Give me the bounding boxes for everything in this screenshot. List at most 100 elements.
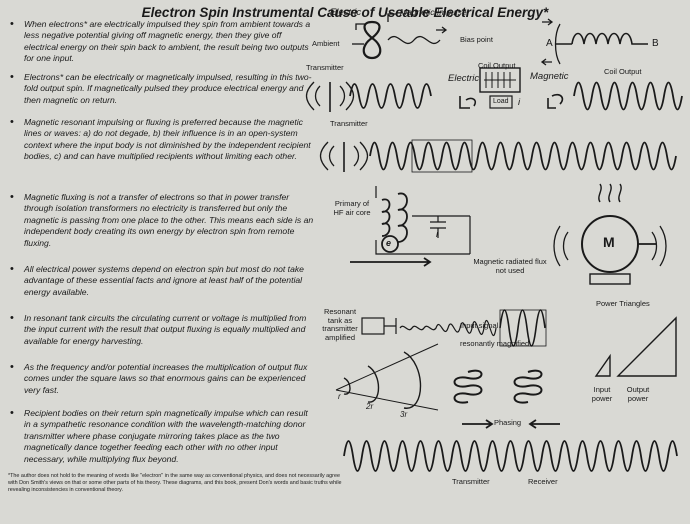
- bullet-text: Electrons* can be electrically or magnet…: [24, 72, 312, 105]
- label-magnetic-2: Magnetic: [530, 71, 569, 82]
- label-phasing: Phasing: [494, 418, 522, 427]
- label-motor-m: M: [603, 234, 615, 250]
- label-magnetic-impulse: Magnetic Impulse: [400, 7, 467, 17]
- spin-figure-eight: [362, 20, 382, 60]
- label-electric-2: Electric: [448, 73, 480, 84]
- bias-wave: [387, 35, 441, 45]
- bullet-item: • In resonant tank circuits the circulat…: [10, 313, 315, 347]
- coil-output-winding: [484, 72, 516, 88]
- bullet-item: • Electrons* can be electrically or magn…: [10, 72, 315, 106]
- radiated-flux-arcs: [553, 225, 667, 267]
- bullet-item: • Recipient bodies on their return spin …: [10, 408, 315, 465]
- label-i-secondary: i: [436, 229, 439, 240]
- bullet-dot: •: [10, 18, 14, 30]
- label-transmitter-2: Transmitter: [330, 119, 368, 128]
- transmitter-wave-long: [369, 141, 677, 171]
- bullet-text: In resonant tank circuits the circulatin…: [24, 313, 307, 346]
- coil-brace: [554, 23, 561, 65]
- tank-wiring: [384, 318, 397, 334]
- electron-arrow: [350, 257, 432, 267]
- bullet-item: • Magnetic resonant impulsing or fluxing…: [10, 117, 315, 163]
- label-e: e: [386, 238, 392, 248]
- label-coil-output-1: Coil Output: [478, 61, 516, 70]
- electron-circle: [381, 235, 399, 253]
- page-title: Electron Spin Instrumental Cause of Usea…: [141, 5, 549, 20]
- label-input-power: Input power: [591, 385, 613, 403]
- label-input-signal: Input signal: [460, 321, 499, 330]
- label-r: r: [338, 392, 341, 401]
- bullet-text: Magnetic fluxing is not a transfer of el…: [24, 192, 314, 248]
- bullet-dot: •: [10, 263, 14, 275]
- wave-coil-block: [411, 139, 473, 173]
- label-resonantly-magnified: resonantly magnified: [460, 339, 530, 348]
- heat-waves-icon: [598, 183, 622, 203]
- label-electric: Electric: [330, 7, 362, 18]
- label-2r: 2r: [366, 402, 374, 411]
- electric-bracket: [355, 23, 366, 30]
- secondary-coil: [397, 192, 408, 243]
- footnote: *The author does not hold to the meaning…: [8, 473, 342, 494]
- bullet-dot: •: [10, 407, 14, 419]
- input-power-triangle: [594, 353, 611, 377]
- coil-output-box: [479, 67, 521, 93]
- antenna-icon: [319, 141, 369, 172]
- bullet-dot: •: [10, 361, 14, 373]
- motor-icon: [581, 215, 656, 285]
- label-bias-point: Bias point: [460, 35, 493, 44]
- bullet-item: • All electrical power systems depend on…: [10, 264, 315, 298]
- magnetic-spin-symbol: [547, 93, 564, 109]
- bullet-text: As the frequency and/or potential increa…: [24, 362, 308, 395]
- label-load: Load: [493, 98, 509, 105]
- magnified-wave: [499, 309, 546, 347]
- primary-hf-coil: [381, 198, 391, 237]
- label-output-power: Output power: [626, 385, 650, 403]
- s-wave-right: [513, 369, 543, 404]
- input-signal-wave: [399, 320, 497, 336]
- label-coil-b: B: [652, 38, 659, 49]
- label-i-current: i: [518, 97, 521, 108]
- bullet-dot: •: [10, 116, 14, 128]
- cone-disc-r: [343, 377, 351, 395]
- label-coil-output-2: Coil Output: [604, 67, 642, 76]
- bullet-item: • Magnetic fluxing is not a transfer of …: [10, 192, 315, 249]
- radiation-cone: [335, 343, 439, 411]
- label-ambient: Ambient: [312, 39, 340, 48]
- bullet-text: All electrical power systems depend on e…: [24, 264, 304, 297]
- transmitter-receiver-wave: [343, 440, 678, 472]
- magnetic-bracket: [387, 13, 396, 22]
- label-coil-a: A: [546, 38, 553, 49]
- output-power-triangle: [616, 316, 677, 377]
- label-resonant-tank: Resonant tank as transmitter amplified: [322, 307, 358, 342]
- bullet-text: When electrons* are electrically impulse…: [24, 19, 311, 64]
- coil-output-wave-2: [573, 81, 683, 111]
- label-receiver: Receiver: [528, 477, 558, 486]
- bullet-item: • As the frequency and/or potential incr…: [10, 362, 315, 396]
- bullet-dot: •: [10, 312, 14, 324]
- circuit-wiring: [375, 186, 471, 255]
- resonant-tank-box: [361, 317, 385, 335]
- bullet-text: Recipient bodies on their return spin ma…: [24, 408, 308, 464]
- electric-spin-symbol: [459, 96, 477, 109]
- cone-disc-2r: [367, 365, 380, 403]
- s-wave-left: [453, 369, 483, 404]
- label-magnetic-radiated: Magnetic radiated flux not used: [473, 257, 547, 275]
- label-power-triangles: Power Triangles: [596, 299, 650, 308]
- bullet-dot: •: [10, 191, 14, 203]
- transmitter-wave-1: [349, 83, 432, 109]
- label-transmitter-3: Transmitter: [452, 477, 490, 486]
- bullet-text: Magnetic resonant impulsing or fluxing i…: [24, 117, 311, 162]
- label-transmitter-1: Transmitter: [306, 63, 344, 72]
- label-primary-hf: Primary of HF air core: [333, 199, 371, 217]
- bullet-item: • When electrons* are electrically impul…: [10, 19, 315, 65]
- cone-disc-3r: [403, 351, 422, 409]
- coil-arrows: [540, 18, 554, 66]
- label-3r: 3r: [400, 410, 408, 419]
- coil-a-b: [556, 32, 648, 45]
- phasing-arrows: [462, 419, 560, 429]
- capacitor: [430, 216, 446, 238]
- load-box: [489, 95, 513, 109]
- bullet-dot: •: [10, 71, 14, 83]
- antenna-icon: [305, 81, 355, 112]
- bias-arrow: [436, 26, 448, 34]
